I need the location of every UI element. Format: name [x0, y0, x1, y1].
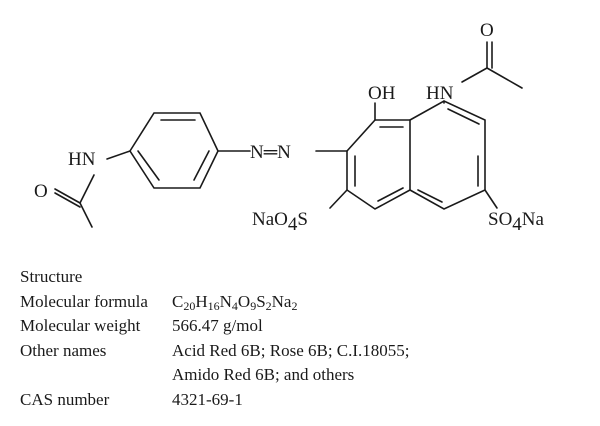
bond — [106, 150, 131, 160]
row-label: Other names — [20, 340, 107, 360]
bond — [447, 108, 480, 125]
bond — [484, 189, 498, 209]
formula-element: C — [172, 291, 184, 311]
table-row: Molecular formula C20H16N4O9S2Na2 — [20, 290, 580, 315]
formula-subscript: 2 — [265, 298, 272, 313]
molecular-formula: C20H16N4O9S2Na2 — [172, 290, 580, 315]
table-heading: Structure — [20, 267, 83, 286]
bond — [79, 202, 93, 228]
properties-table: Structure Molecular formula C20H16N4O9S2… — [20, 265, 580, 412]
bond — [137, 150, 160, 181]
bond — [486, 67, 523, 89]
bond — [461, 67, 488, 83]
bond — [329, 189, 348, 209]
benzene-ring — [129, 112, 219, 189]
row-label-empty — [20, 363, 172, 388]
sulfonate-right: SO4Na — [488, 209, 545, 235]
chemical-structure: O HN N═N OH HN O NaO4S SO4Na — [34, 20, 545, 235]
table-row: CAS number 4321-69-1 — [20, 388, 580, 413]
row-label: Molecular formula — [20, 291, 148, 311]
table-row: Molecular weight 566.47 g/mol — [20, 314, 580, 339]
formula-element: Na — [271, 291, 292, 311]
table-row: Amido Red 6B; and others — [20, 363, 580, 388]
formula-element: O — [237, 291, 251, 311]
row-label: CAS number — [20, 389, 110, 409]
formula-element: H — [195, 291, 208, 311]
atom-oh: OH — [368, 83, 396, 104]
sulfonate-left: NaO4S — [252, 209, 308, 235]
bond — [54, 188, 81, 204]
cas-number: 4321-69-1 — [172, 389, 243, 409]
atom-hn-left: HN — [68, 149, 96, 170]
other-names: Acid Red 6B; Rose 6B; C.I.18055; — [172, 340, 410, 360]
bond — [193, 150, 210, 181]
formula-subscript: 20 — [183, 298, 196, 313]
formula-subscript: 2 — [291, 298, 298, 313]
atom-o-right: O — [480, 20, 494, 41]
table-row: Other names Acid Red 6B; Rose 6B; C.I.18… — [20, 339, 580, 364]
formula-element: S — [256, 291, 266, 311]
formula-subscript: 4 — [231, 298, 238, 313]
azo-group: N═N — [250, 142, 291, 163]
atom-hn-right: HN — [426, 83, 454, 104]
bond — [54, 192, 81, 208]
bond — [377, 187, 404, 202]
formula-element: N — [219, 291, 232, 311]
bond — [79, 174, 95, 204]
formula-subscript: 9 — [250, 298, 257, 313]
bond — [417, 189, 443, 203]
naphthalene-right-ring — [409, 100, 486, 210]
formula-subscript: 16 — [207, 298, 220, 313]
naphthalene-left-ring — [346, 119, 411, 210]
molecular-weight: 566.47 g/mol — [172, 316, 263, 335]
row-label: Molecular weight — [20, 316, 141, 335]
atom-o-left: O — [34, 181, 48, 202]
other-names-continued: Amido Red 6B; and others — [172, 365, 355, 384]
